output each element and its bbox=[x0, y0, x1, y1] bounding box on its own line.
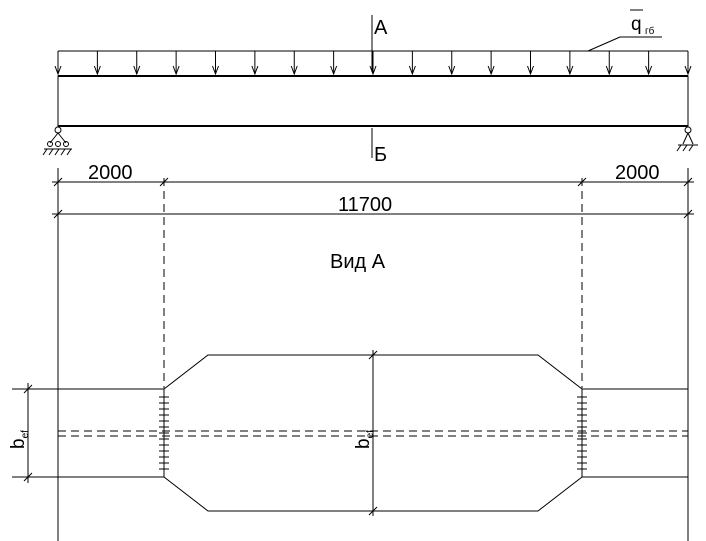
total-span-label: 11700 bbox=[338, 194, 392, 216]
load-arrow bbox=[54, 51, 62, 76]
load-arrow bbox=[645, 51, 653, 76]
left-transition-ticks bbox=[159, 396, 169, 470]
load-arrow bbox=[527, 51, 534, 76]
beam bbox=[57, 75, 689, 127]
bef-center-dimension: bef bbox=[353, 350, 378, 516]
load-arrow bbox=[684, 51, 692, 76]
right-support bbox=[676, 126, 698, 152]
section-line: А Б bbox=[371, 15, 388, 166]
bef-left-label: bef bbox=[8, 430, 31, 449]
load-arrows bbox=[54, 51, 692, 76]
section-top-label: А bbox=[374, 17, 388, 39]
load-arrow bbox=[369, 51, 377, 76]
load-subscript-label: гб bbox=[645, 25, 655, 37]
load-arrow bbox=[290, 51, 298, 76]
right-support-pin bbox=[684, 126, 692, 134]
left-span-label: 2000 bbox=[88, 162, 133, 184]
bef-center-label: bef bbox=[353, 430, 376, 449]
left-support-pin bbox=[54, 126, 62, 134]
dimension-lines: 2000 2000 11700 bbox=[52, 162, 694, 541]
right-span-label: 2000 bbox=[615, 162, 660, 184]
load-symbol-label: q bbox=[631, 14, 642, 35]
load-arrow bbox=[487, 51, 495, 76]
load-arrow bbox=[605, 51, 613, 76]
right-transition-ticks bbox=[577, 396, 587, 470]
load-arrow bbox=[93, 51, 101, 76]
load-arrow bbox=[330, 51, 338, 76]
load-leader bbox=[587, 36, 621, 52]
beam-outline bbox=[57, 75, 689, 127]
load-arrow bbox=[251, 51, 259, 76]
load-arrow bbox=[133, 51, 141, 76]
load-arrow bbox=[212, 51, 219, 76]
load-arrow bbox=[408, 51, 416, 76]
view-title: Вид А bbox=[330, 251, 386, 273]
load-arrow bbox=[172, 51, 180, 76]
section-bottom-label: Б bbox=[374, 144, 387, 166]
load-arrow bbox=[566, 51, 574, 76]
bef-left-dimension: bef bbox=[8, 383, 58, 483]
left-support bbox=[42, 126, 72, 156]
distributed-load: q гб bbox=[54, 9, 692, 76]
load-arrow bbox=[448, 51, 456, 76]
